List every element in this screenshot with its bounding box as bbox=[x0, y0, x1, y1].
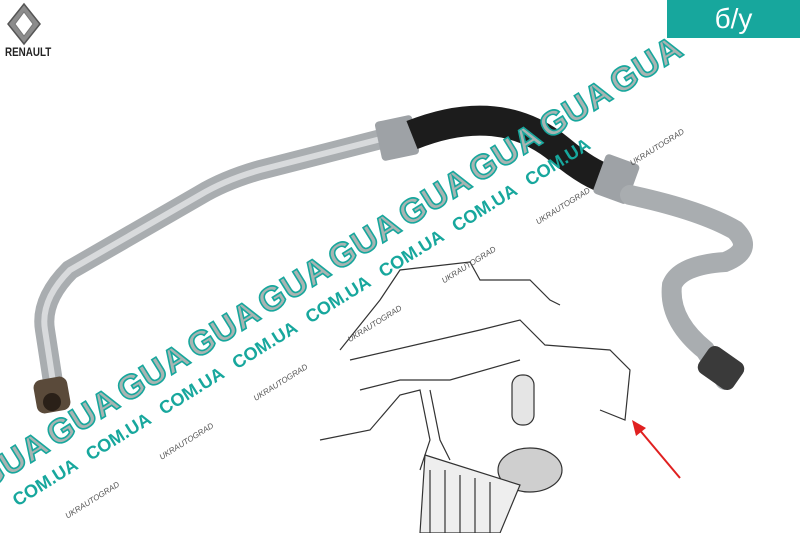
pipe-end-fitting bbox=[697, 345, 745, 391]
crimp-ferrule bbox=[375, 115, 419, 161]
pointer-arrow bbox=[637, 427, 681, 479]
rubber-hose bbox=[406, 105, 615, 195]
used-condition-badge: б/у bbox=[667, 0, 800, 38]
renault-logo-icon bbox=[7, 2, 41, 46]
brand-name: RENAULT bbox=[5, 45, 52, 59]
ac-pipe-right bbox=[620, 185, 753, 390]
installation-diagram bbox=[319, 261, 631, 533]
